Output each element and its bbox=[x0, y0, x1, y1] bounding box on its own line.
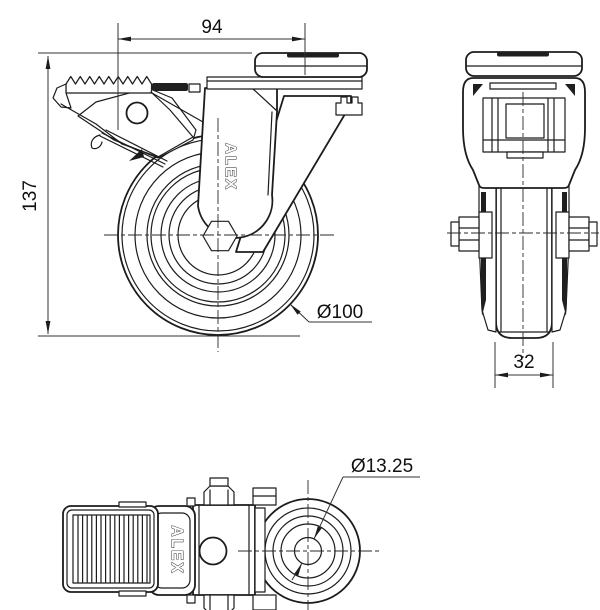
dim-bolt-hole-text: Ø13.25 bbox=[351, 456, 413, 477]
dim-wheel-width: 32 bbox=[494, 342, 554, 388]
dim-wheel-width-text: 32 bbox=[513, 352, 534, 373]
brake-nut-bottom bbox=[203, 594, 235, 610]
plate-bracket-front bbox=[335, 96, 363, 116]
axle-bolt-left bbox=[450, 211, 493, 259]
brake-pedal-top bbox=[62, 501, 159, 597]
side-view bbox=[447, 51, 599, 358]
dim-top-width-text: 94 bbox=[201, 17, 223, 38]
plate-seal-strip-front bbox=[287, 53, 339, 58]
brake-pedal-front bbox=[52, 75, 204, 168]
bottom-logo-text: ALEX bbox=[168, 525, 185, 574]
caster-body-top bbox=[186, 477, 277, 610]
brake-strip-front bbox=[152, 83, 188, 91]
axle-bolt-right bbox=[555, 211, 598, 259]
dim-overall-height: 137 bbox=[20, 52, 252, 334]
front-view: ALEX bbox=[38, 52, 368, 352]
brake-lever-top: ALEX bbox=[148, 505, 196, 596]
dim-top-width: 94 bbox=[117, 17, 306, 130]
spring-curl bbox=[90, 134, 103, 150]
brake-pivot bbox=[125, 101, 149, 125]
kingpin-bolt-side bbox=[505, 103, 545, 139]
mounting-plate-front bbox=[152, 52, 368, 116]
dim-bolt-hole: Ø13.25 bbox=[291, 456, 420, 581]
brake-pawl-tip bbox=[129, 149, 144, 161]
plate-seal-strip-side bbox=[497, 52, 549, 57]
pedal-serration bbox=[65, 75, 153, 94]
kingpin-assembly-side bbox=[473, 82, 575, 159]
mounting-plate-side bbox=[465, 51, 583, 77]
dim-wheel-diameter: Ø100 bbox=[289, 302, 372, 323]
brake-nut-top bbox=[203, 485, 235, 506]
body-hole-top bbox=[198, 536, 228, 566]
front-logo-text: ALEX bbox=[222, 143, 239, 191]
pedal-ribs bbox=[77, 515, 148, 583]
dim-wheel-diameter-text: Ø100 bbox=[317, 302, 363, 323]
bottom-view: ALEX bbox=[62, 477, 380, 610]
dim-overall-height-text: 137 bbox=[20, 180, 41, 212]
axle-nut-front bbox=[202, 220, 238, 252]
